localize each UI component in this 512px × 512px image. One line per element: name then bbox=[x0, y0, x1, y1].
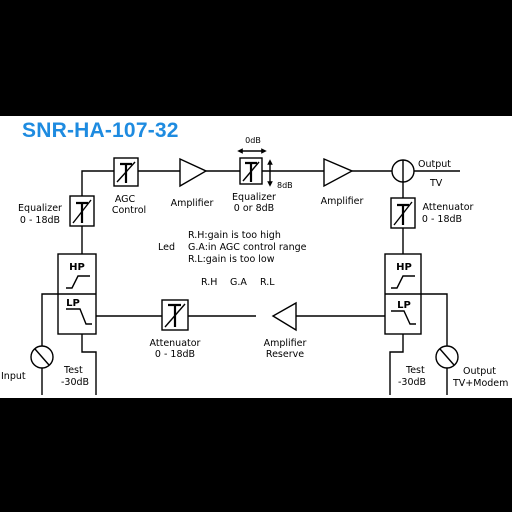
output-splitter-top bbox=[391, 159, 415, 183]
amplifier-reserve-label: Amplifier bbox=[264, 338, 307, 349]
amplifier-1-symbol bbox=[179, 157, 208, 188]
equalizer-left-block bbox=[69, 195, 95, 227]
test-left-label: Test bbox=[63, 365, 83, 376]
attenuator-right-range: 0 - 18dB bbox=[422, 214, 462, 225]
signal-wires bbox=[41, 170, 460, 395]
lp-left-label: LP bbox=[66, 298, 80, 309]
output-top-label: Output bbox=[418, 159, 451, 170]
output-bottom-modem-label: TV+Modem bbox=[452, 378, 508, 389]
equalizer-left-range: 0 - 18dB bbox=[20, 215, 60, 226]
output-bottom-label: Output bbox=[463, 366, 496, 377]
led-ga-desc: G.A:in AGC control range bbox=[188, 242, 307, 253]
led-ga: G.A bbox=[230, 277, 247, 288]
led-rh-desc: R.H:gain is too high bbox=[188, 230, 281, 241]
equalizer-top-value: 0dB bbox=[245, 136, 261, 145]
amplifier-1-label: Amplifier bbox=[171, 198, 214, 209]
equalizer-left-label: Equalizer bbox=[18, 203, 62, 214]
agc-control-label: Control bbox=[112, 205, 146, 216]
equalizer-mid-range: 0 or 8dB bbox=[234, 203, 274, 214]
attenuator-bottom-block bbox=[161, 299, 189, 331]
led-rl: R.L bbox=[260, 277, 275, 288]
agc-control-block bbox=[113, 157, 139, 187]
led-rh: R.H bbox=[201, 277, 217, 288]
attenuator-bottom-label: Attenuator bbox=[150, 338, 201, 349]
amplifier-2-label: Amplifier bbox=[321, 196, 364, 207]
attenuator-right-label: Attenuator bbox=[423, 202, 474, 213]
led-rl-desc: R.L:gain is too low bbox=[188, 254, 275, 265]
equalizer-mid-block bbox=[239, 157, 263, 185]
test-right-value: -30dB bbox=[398, 377, 426, 388]
amplifier-2-symbol bbox=[323, 157, 354, 188]
diagram-title: SNR-HA-107-32 bbox=[22, 119, 179, 142]
led-label: Led bbox=[158, 242, 175, 253]
attenuator-bottom-range: 0 - 18dB bbox=[155, 349, 195, 360]
output-splitter-bottom bbox=[435, 345, 459, 369]
output-tv-label: TV bbox=[429, 178, 443, 189]
agc-label: AGC bbox=[115, 194, 136, 205]
diplexer-left bbox=[57, 253, 97, 335]
equalizer-side-value: 8dB bbox=[277, 181, 293, 190]
amplifier-reserve-symbol bbox=[271, 301, 297, 332]
test-left-value: -30dB bbox=[61, 377, 89, 388]
hp-right-label: HP bbox=[396, 262, 412, 273]
amplifier-reserve-label-2: Reserve bbox=[266, 349, 304, 360]
input-splitter bbox=[30, 345, 54, 369]
lp-right-label: LP bbox=[397, 300, 411, 311]
attenuator-right-block bbox=[390, 197, 416, 229]
equalizer-mid-label: Equalizer bbox=[232, 192, 276, 203]
diplexer-right bbox=[384, 253, 422, 335]
hp-left-label: HP bbox=[69, 262, 85, 273]
test-right-label: Test bbox=[405, 365, 425, 376]
input-label: Input bbox=[1, 371, 26, 382]
